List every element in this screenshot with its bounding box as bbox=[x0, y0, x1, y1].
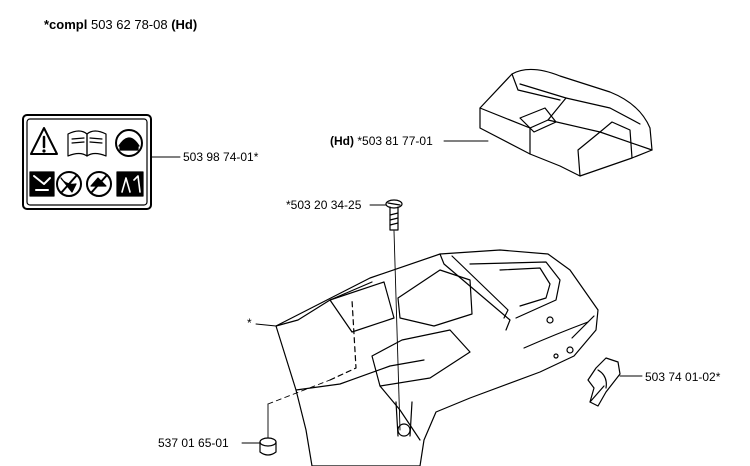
screw-part bbox=[385, 199, 403, 231]
decal-panel bbox=[22, 114, 152, 210]
clip-part-number: 503 74 01-02* bbox=[645, 370, 721, 384]
warning-triangle-icon bbox=[30, 127, 58, 155]
housing-marker: * bbox=[247, 316, 252, 330]
assembly-title: *compl 503 62 78-08 (Hd) bbox=[44, 18, 197, 32]
hidden-edge bbox=[329, 299, 357, 381]
no-fuel-icon bbox=[56, 171, 82, 197]
protective-helmet-icon bbox=[115, 129, 143, 157]
assembly-number: 503 62 78-08 bbox=[90, 17, 168, 32]
no-blade-contact-icon bbox=[86, 171, 112, 197]
decal-part-number: 503 98 74-01* bbox=[183, 150, 259, 164]
assembly-suffix: (Hd) bbox=[171, 17, 198, 32]
top-cover-label: (Hd) *503 81 77-01 bbox=[330, 134, 433, 148]
housing-part bbox=[275, 249, 599, 466]
top-cover-prefix: (Hd) bbox=[330, 134, 354, 148]
bystander-distance-icon bbox=[116, 171, 144, 197]
housing-leader-line bbox=[255, 323, 277, 327]
assembly-prefix: *compl bbox=[44, 17, 88, 32]
boot-gloves-icon bbox=[29, 171, 55, 197]
top-cover-part-number: *503 81 77-01 bbox=[357, 134, 433, 148]
grommet-part-number: 537 01 65-01 bbox=[158, 436, 229, 450]
grommet-hidden-line bbox=[267, 379, 331, 405]
clip-part bbox=[587, 357, 621, 407]
screw-part-number: *503 20 34-25 bbox=[286, 198, 362, 212]
grommet-part bbox=[259, 437, 277, 456]
screw-axis-line bbox=[393, 230, 401, 431]
top-cover-part bbox=[479, 68, 653, 177]
manual-book-icon bbox=[67, 130, 107, 157]
